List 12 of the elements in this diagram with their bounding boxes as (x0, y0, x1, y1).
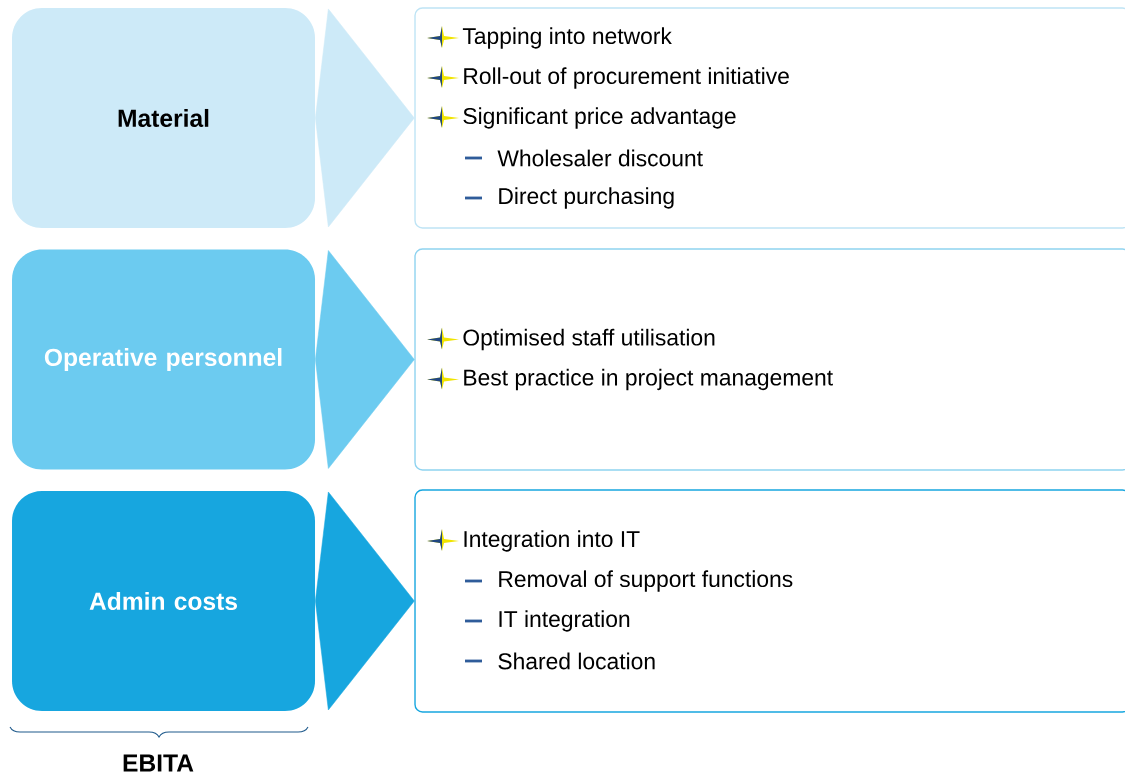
bullet-text: Roll-out of procurement initiative (464, 67, 789, 89)
bullet-text: Best practice in project management (464, 368, 833, 391)
bullet-text: Shared location (498, 652, 655, 670)
bullet-text: Optimised staff utilisation (463, 328, 715, 351)
bullet-text: Tapping into network (462, 27, 672, 49)
bullet-text: Significant price advantage (463, 107, 736, 129)
axis-label: EBITA (123, 754, 194, 772)
bullet-text: IT integration (499, 610, 630, 632)
bullet-text: Wholesaler discount (497, 149, 703, 167)
bullet-text: Direct purchasing (499, 187, 674, 209)
bullet-text: Integration into IT (464, 530, 640, 552)
bullet-text: Removal of support functions (499, 570, 793, 592)
